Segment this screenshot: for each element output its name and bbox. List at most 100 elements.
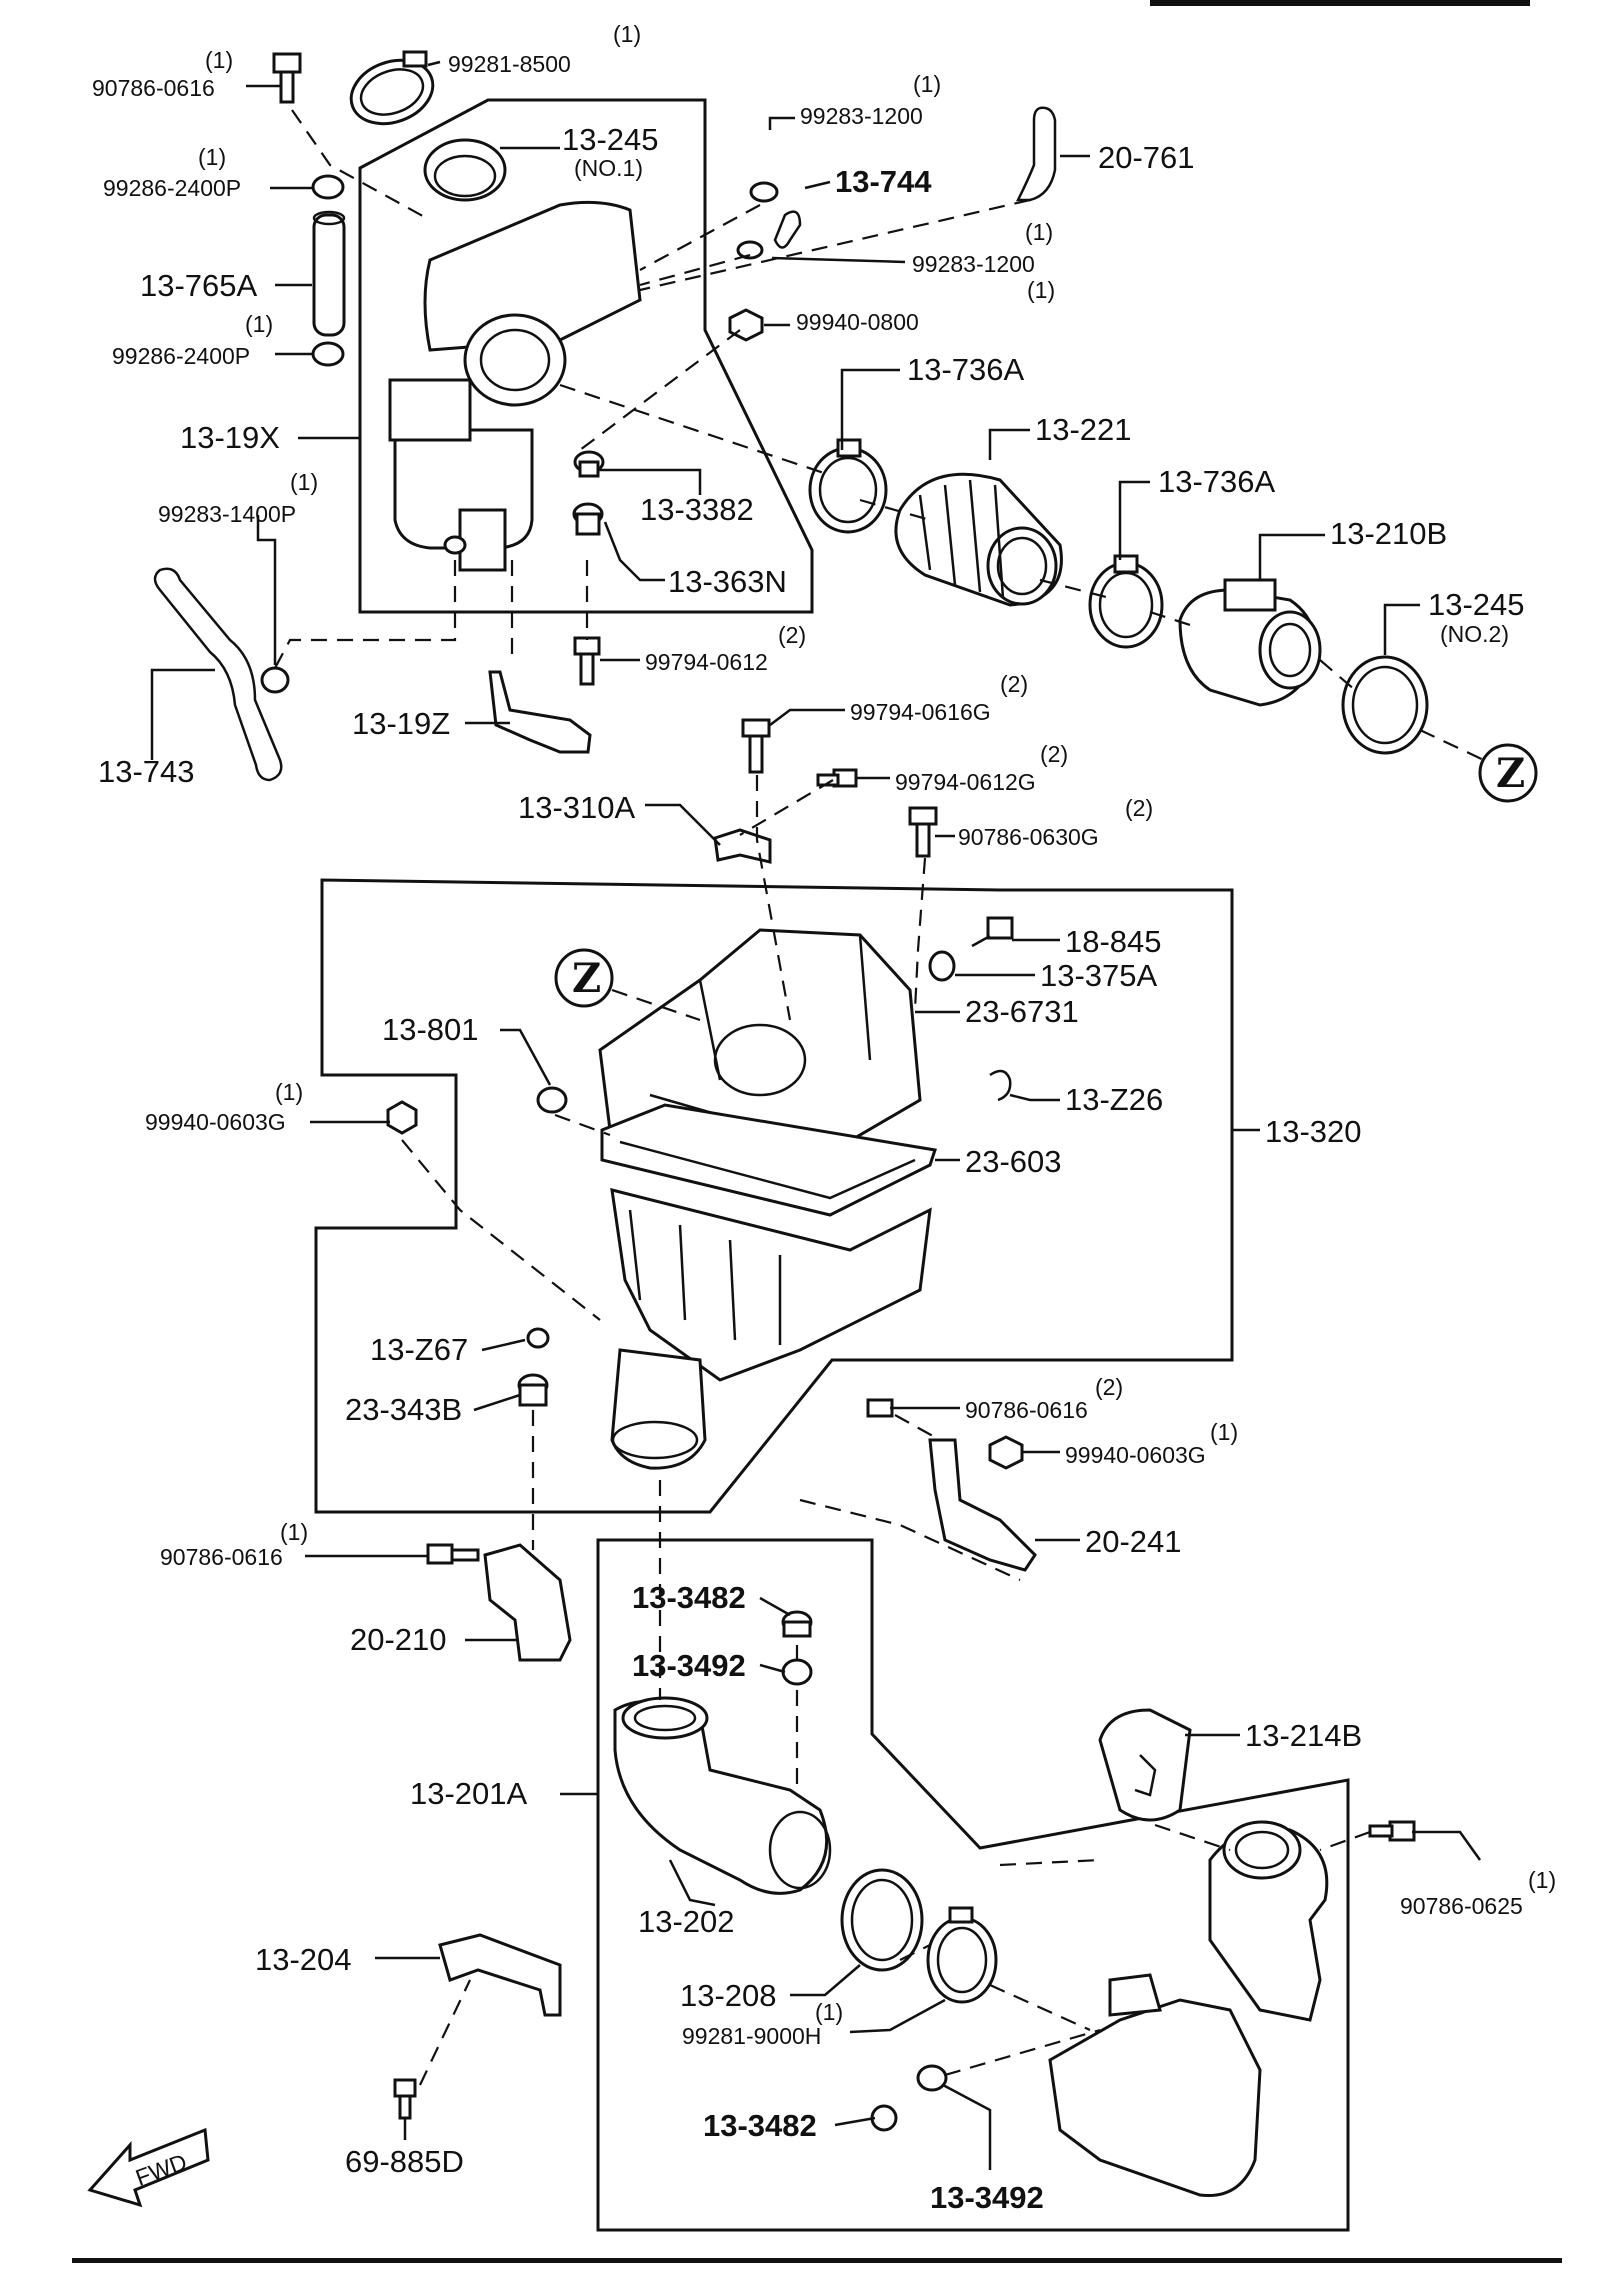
- label-23-343b: 23-343B: [345, 1392, 462, 1427]
- label-20-761: 20-761: [1098, 140, 1195, 175]
- label-13-204: 13-204: [255, 1942, 352, 1977]
- label-90786-0625: 90786-0625: [1400, 1893, 1523, 1919]
- hose-13-744: [773, 210, 802, 249]
- label-99281-9000h: 99281-9000H: [682, 2023, 821, 2049]
- ring-13-208: [840, 1868, 924, 1972]
- label-13-214b: 13-214B: [1245, 1718, 1362, 1753]
- resonator-13-19x: [388, 200, 642, 572]
- label-99286-2400p-b: 99286-2400P: [112, 343, 250, 369]
- label-99940-0603g-b: 99940-0603G: [1065, 1442, 1206, 1468]
- clamp-99286-2400p-a: [311, 174, 345, 200]
- label-13-245-no2: 13-245: [1428, 587, 1525, 622]
- label-13-3492-a: 13-3492: [632, 1648, 746, 1683]
- bracket-13-204: [438, 1933, 562, 2017]
- bolt-90786-0616-top: [272, 52, 302, 104]
- bracket-13-19z: [488, 670, 592, 754]
- label-13-208: 13-208: [680, 1978, 777, 2013]
- label-90786-0616-a: 90786-0616: [92, 75, 215, 101]
- collar-13-3492-b: [916, 2064, 948, 2092]
- airflow-meter-13-210b: [1178, 578, 1322, 707]
- qty-99283-1200-a: (1): [913, 71, 941, 97]
- label-13-221: 13-221: [1035, 412, 1132, 447]
- label-23-603: 23-603: [965, 1144, 1062, 1179]
- hose-20-761: [1015, 106, 1057, 202]
- bolt-99794-0612: [573, 636, 601, 686]
- label-13-3492-b: 13-3492: [930, 2180, 1044, 2215]
- ring-13-245-no2: [1341, 655, 1429, 755]
- label-99283-1200-b: 99283-1200: [912, 251, 1035, 277]
- clamp-99283-1400p: [260, 666, 290, 694]
- label-13-3482-b: 13-3482: [703, 2108, 817, 2143]
- insulator-13-363n: [572, 502, 604, 536]
- nut-13-801: [536, 1086, 568, 1114]
- nut-99940-0603g-a: [386, 1100, 418, 1135]
- qty-99940-0800: (1): [1027, 277, 1055, 303]
- tube-13-765a: [312, 210, 346, 337]
- label-13-201a: 13-201A: [410, 1776, 528, 1811]
- label-13-310a: 13-310A: [518, 790, 636, 825]
- qty-99794-0616g: (2): [1000, 671, 1028, 697]
- label-99794-0616g: 99794-0616G: [850, 699, 991, 725]
- bolt-90786-0625: [1368, 1820, 1416, 1842]
- note-13-245-no2: (NO.2): [1440, 621, 1509, 647]
- label-13-3382: 13-3382: [640, 492, 754, 527]
- clamp-99281-9000h: [926, 1906, 998, 2004]
- grommet-13-z67: [526, 1327, 550, 1349]
- clamp-13-736a-b: [1088, 554, 1164, 649]
- label-13-736a-a: 13-736A: [907, 352, 1025, 387]
- label-13-210b: 13-210B: [1330, 516, 1447, 551]
- qty-99940-0603g-a: (1): [275, 1079, 303, 1105]
- qty-99286-2400p-b: (1): [245, 311, 273, 337]
- grommet-13-3382: [573, 450, 605, 478]
- qty-90786-0616-a: (1): [205, 47, 233, 73]
- label-13-801: 13-801: [382, 1012, 479, 1047]
- assembly-lines: [274, 109, 1506, 2086]
- label-90786-0630g: 90786-0630G: [958, 824, 1099, 850]
- bolt-90786-0630g: [908, 806, 938, 858]
- qty-99281-8500: (1): [613, 21, 641, 47]
- boot-13-221: [894, 472, 1063, 607]
- qty-90786-0625: (1): [1528, 1867, 1556, 1893]
- leader-lines: [150, 60, 1482, 2170]
- grommet-13-3482-b: [870, 2104, 898, 2132]
- bottom-rule: [72, 2258, 1562, 2263]
- label-20-210: 20-210: [350, 1622, 447, 1657]
- duct-13-202: [613, 1696, 832, 1895]
- qty-99940-0603g-b: (1): [1210, 1419, 1238, 1445]
- label-13-19x: 13-19X: [180, 420, 280, 455]
- bracket-13-310a: [713, 828, 772, 864]
- label-13-363n: 13-363N: [668, 564, 787, 599]
- qty-90786-0630g: (2): [1125, 795, 1153, 821]
- frame-air-cleaner: [314, 878, 1234, 1514]
- clamp-13-736a-a: [808, 438, 888, 534]
- qty-99281-9000h: (1): [815, 1999, 843, 2025]
- svg-text:Z: Z: [1496, 750, 1525, 797]
- clamp-99286-2400p-b: [311, 341, 345, 367]
- label-99940-0800: 99940-0800: [796, 309, 919, 335]
- label-13-19z: 13-19Z: [352, 706, 450, 741]
- sensor-18-845: [971, 916, 1014, 948]
- label-13-245-no1: 13-245: [562, 122, 659, 157]
- clip-13-z26: [989, 1069, 1012, 1102]
- bracket-20-241: [866, 1398, 1037, 1572]
- insulator-23-343b: [517, 1373, 549, 1407]
- label-99794-0612g: 99794-0612G: [895, 769, 1036, 795]
- qty-99286-2400p-a: (1): [198, 144, 226, 170]
- bolt-90786-0616-c: [426, 1543, 480, 1565]
- label-13-z26: 13-Z26: [1065, 1082, 1163, 1117]
- label-99281-8500: 99281-8500: [448, 51, 571, 77]
- insulator-13-214b: [1098, 1708, 1192, 1822]
- frame-upper-resonator: [358, 98, 814, 614]
- collar-13-3492-a: [781, 1658, 813, 1686]
- grommet-13-3482-a: [781, 1610, 813, 1638]
- qty-99283-1400p: (1): [290, 469, 318, 495]
- part-labels: (1) 90786-0616 (1) 99281-8500 13-245 (NO…: [92, 21, 1556, 2215]
- resonator-duct-lower: [1048, 1820, 1329, 2198]
- svg-text:Z: Z: [572, 955, 601, 1002]
- label-90786-0616-b: 90786-0616: [965, 1397, 1088, 1423]
- bracket-20-210: [483, 1543, 572, 1662]
- clamp-99283-1200-a: [749, 181, 779, 203]
- clamp-99281-8500: [349, 50, 435, 126]
- bolt-99794-0616g: [741, 718, 771, 774]
